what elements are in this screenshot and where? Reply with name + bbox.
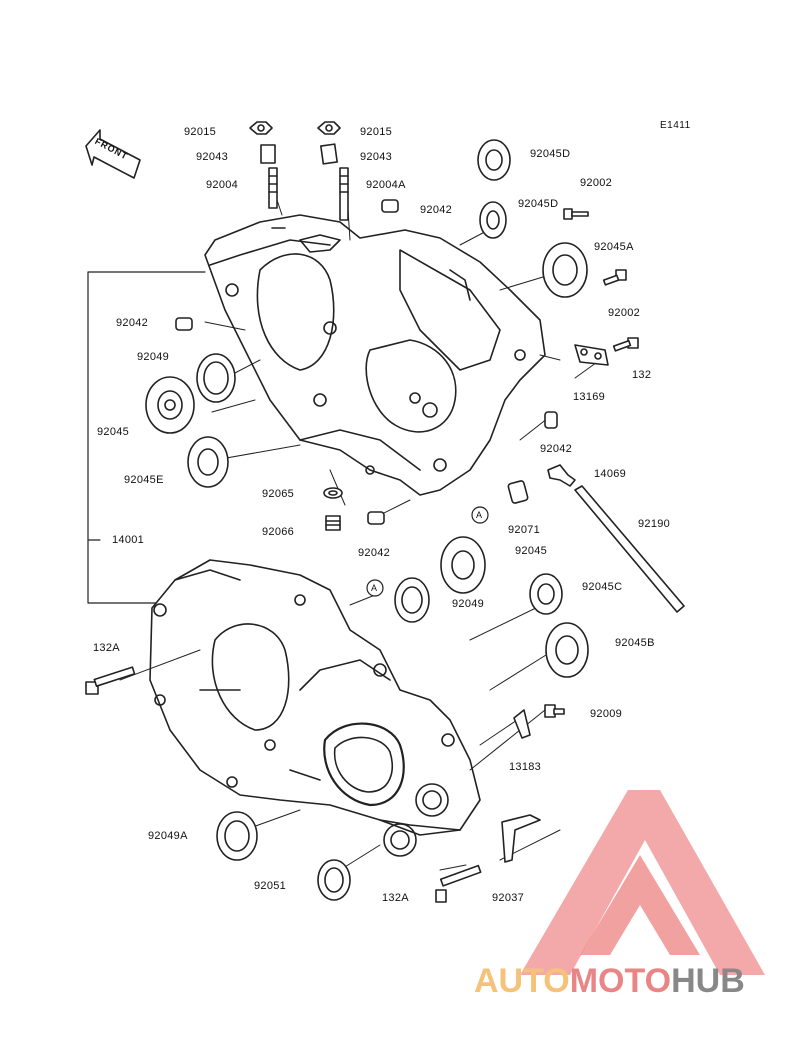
- part-label-92045a: 92045A: [594, 241, 634, 253]
- part-label-92009: 92009: [590, 708, 623, 720]
- stud-92004A-icon: [339, 167, 349, 221]
- part-label-14001: 14001: [112, 534, 145, 546]
- bolt-92009-icon: [544, 704, 565, 718]
- part-label-92045-lower: 92045: [515, 545, 548, 557]
- seal-92049A-icon: [216, 811, 258, 861]
- bearing-92045D-mid-icon: [479, 201, 507, 239]
- part-label-92049-lower: 92049: [452, 598, 485, 610]
- stud-92004-icon: [268, 167, 278, 209]
- part-label-92045b: 92045B: [615, 637, 655, 649]
- part-label-92049-upper: 92049: [137, 351, 170, 363]
- seal-92051-icon: [317, 859, 351, 901]
- part-label-14069: 14069: [594, 468, 627, 480]
- part-label-92045e: 92045E: [124, 474, 164, 486]
- dowel-92042-mid-icon: [367, 511, 385, 525]
- upper-crankcase: [204, 214, 546, 496]
- fitting-14069-icon: [547, 464, 576, 487]
- bearing-92045A-icon: [542, 242, 588, 298]
- part-label-92045c: 92045C: [582, 581, 623, 593]
- part-label-92043-right: 92043: [360, 151, 393, 163]
- bracket-line: [87, 271, 206, 604]
- bearing-92045D-top-icon: [477, 139, 511, 181]
- dowel-92042-left-icon: [175, 317, 193, 331]
- watermark-logo-icon: [520, 790, 765, 975]
- part-label-92045d-mid: 92045D: [518, 198, 559, 210]
- damper-92071-icon: [507, 480, 529, 504]
- seal-92049-upper-icon: [196, 353, 236, 403]
- nut-92015-right-icon: [317, 121, 341, 135]
- part-label-92071: 92071: [508, 524, 541, 536]
- part-label-92043-left: 92043: [196, 151, 229, 163]
- bolt-132A-left-icon: [85, 666, 136, 695]
- part-label-132a-bottom: 132A: [382, 892, 409, 904]
- bearing-92045-lower-icon: [440, 536, 486, 594]
- clamp-13183-icon: [513, 709, 531, 739]
- part-label-92049a: 92049A: [148, 830, 188, 842]
- part-label-92051: 92051: [254, 880, 287, 892]
- bearing-92045B-icon: [545, 622, 589, 678]
- bolt-92002-mid-icon: [602, 269, 627, 286]
- lower-crankcase: [149, 559, 481, 857]
- part-label-92065: 92065: [262, 488, 295, 500]
- seal-92049-lower-icon: [394, 577, 430, 623]
- dowel-92042-right-icon: [544, 411, 558, 429]
- part-label-92015-left: 92015: [184, 126, 217, 138]
- guide-92037-icon: [501, 814, 541, 863]
- callout-a-letter-2: A: [371, 583, 378, 593]
- part-label-92002-mid: 92002: [608, 307, 641, 319]
- part-label-13183: 13183: [509, 761, 542, 773]
- diagram-code: E1411: [660, 120, 691, 131]
- part-label-92004a: 92004A: [366, 179, 406, 191]
- nut-92015-left-icon: [249, 121, 273, 135]
- bolt-132-icon: [612, 337, 639, 352]
- washer-92065-icon: [323, 487, 343, 499]
- part-label-132: 132: [632, 369, 652, 381]
- part-label-92042-top: 92042: [420, 204, 453, 216]
- callout-a-letter-1: A: [476, 510, 483, 520]
- callout-a-marker-2: [366, 579, 384, 597]
- collar-92043-left-icon: [260, 144, 276, 164]
- part-label-92042-right: 92042: [540, 443, 573, 455]
- collar-92043-right-icon: [320, 143, 338, 165]
- hose-92190-icon: [574, 485, 685, 613]
- part-label-92190: 92190: [638, 518, 671, 530]
- watermark-text: AUTOMOTOHUB: [474, 962, 745, 1000]
- bolt-92002-top-icon: [563, 208, 589, 220]
- part-label-92015-right: 92015: [360, 126, 393, 138]
- part-label-92045-upper: 92045: [97, 426, 130, 438]
- part-label-92002-top: 92002: [580, 177, 613, 189]
- part-label-92045d-top: 92045D: [530, 148, 571, 160]
- part-label-13169: 13169: [573, 391, 606, 403]
- bearing-92045E-icon: [187, 436, 229, 488]
- bearing-92045C-icon: [529, 573, 563, 615]
- dowel-92042-top-icon: [381, 199, 399, 213]
- bearing-92045-upper-icon: [145, 376, 195, 434]
- bolt-132A-bottom-icon: [435, 864, 482, 903]
- part-label-92066: 92066: [262, 526, 295, 538]
- front-arrow-icon: [85, 129, 141, 179]
- part-label-132a-left: 132A: [93, 642, 120, 654]
- plate-13169-icon: [574, 344, 609, 366]
- callout-a-marker-1: [471, 506, 489, 524]
- part-label-92004: 92004: [206, 179, 239, 191]
- part-label-92042-left: 92042: [116, 317, 149, 329]
- plug-92066-icon: [325, 515, 341, 531]
- part-label-92042-mid: 92042: [358, 547, 391, 559]
- part-label-92037: 92037: [492, 892, 525, 904]
